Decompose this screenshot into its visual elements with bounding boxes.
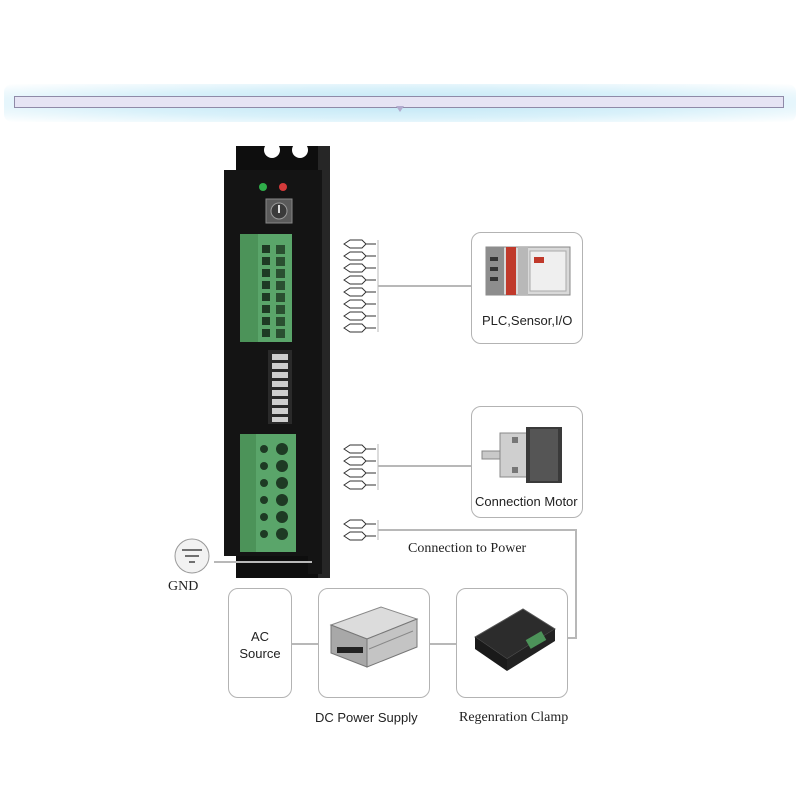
wire-power xyxy=(378,529,577,639)
alarm-led xyxy=(279,183,287,191)
signal-terminal-block xyxy=(240,234,292,342)
plc-device-icon xyxy=(485,246,571,296)
power-connectors xyxy=(343,519,379,541)
power-led xyxy=(259,183,267,191)
stepper-motor-icon xyxy=(481,427,562,483)
stepper-driver xyxy=(224,142,330,578)
motor-label: Connection Motor xyxy=(475,494,578,509)
ac-source-label-line1: AC xyxy=(250,629,270,644)
gnd-symbol-icon xyxy=(174,538,210,574)
power-label: Connection to Power xyxy=(408,541,527,556)
ac-source-box: AC Source xyxy=(228,588,292,698)
plc-label: PLC,Sensor,I/O xyxy=(482,313,573,328)
dip-switch-bank xyxy=(268,350,292,424)
ac-source-label-line2: Source xyxy=(239,646,281,661)
regen-clamp-label: Regenration Clamp xyxy=(459,710,569,725)
dc-supply-label: DC Power Supply xyxy=(315,710,418,725)
regen-clamp-icon xyxy=(474,608,556,671)
regen-clamp-box: Regenration Clamp xyxy=(456,588,568,725)
gnd-label: GND xyxy=(168,579,199,594)
power-supply-icon xyxy=(329,606,419,668)
signal-connectors xyxy=(343,239,379,333)
title-bar-notch xyxy=(396,106,404,112)
motor-box: Connection Motor xyxy=(471,406,583,518)
dc-power-supply-box: DC Power Supply xyxy=(315,588,430,725)
plc-sensor-io-box: PLC,Sensor,I/O xyxy=(471,232,583,344)
motor-connectors xyxy=(343,444,379,490)
power-terminal-block xyxy=(240,434,296,552)
